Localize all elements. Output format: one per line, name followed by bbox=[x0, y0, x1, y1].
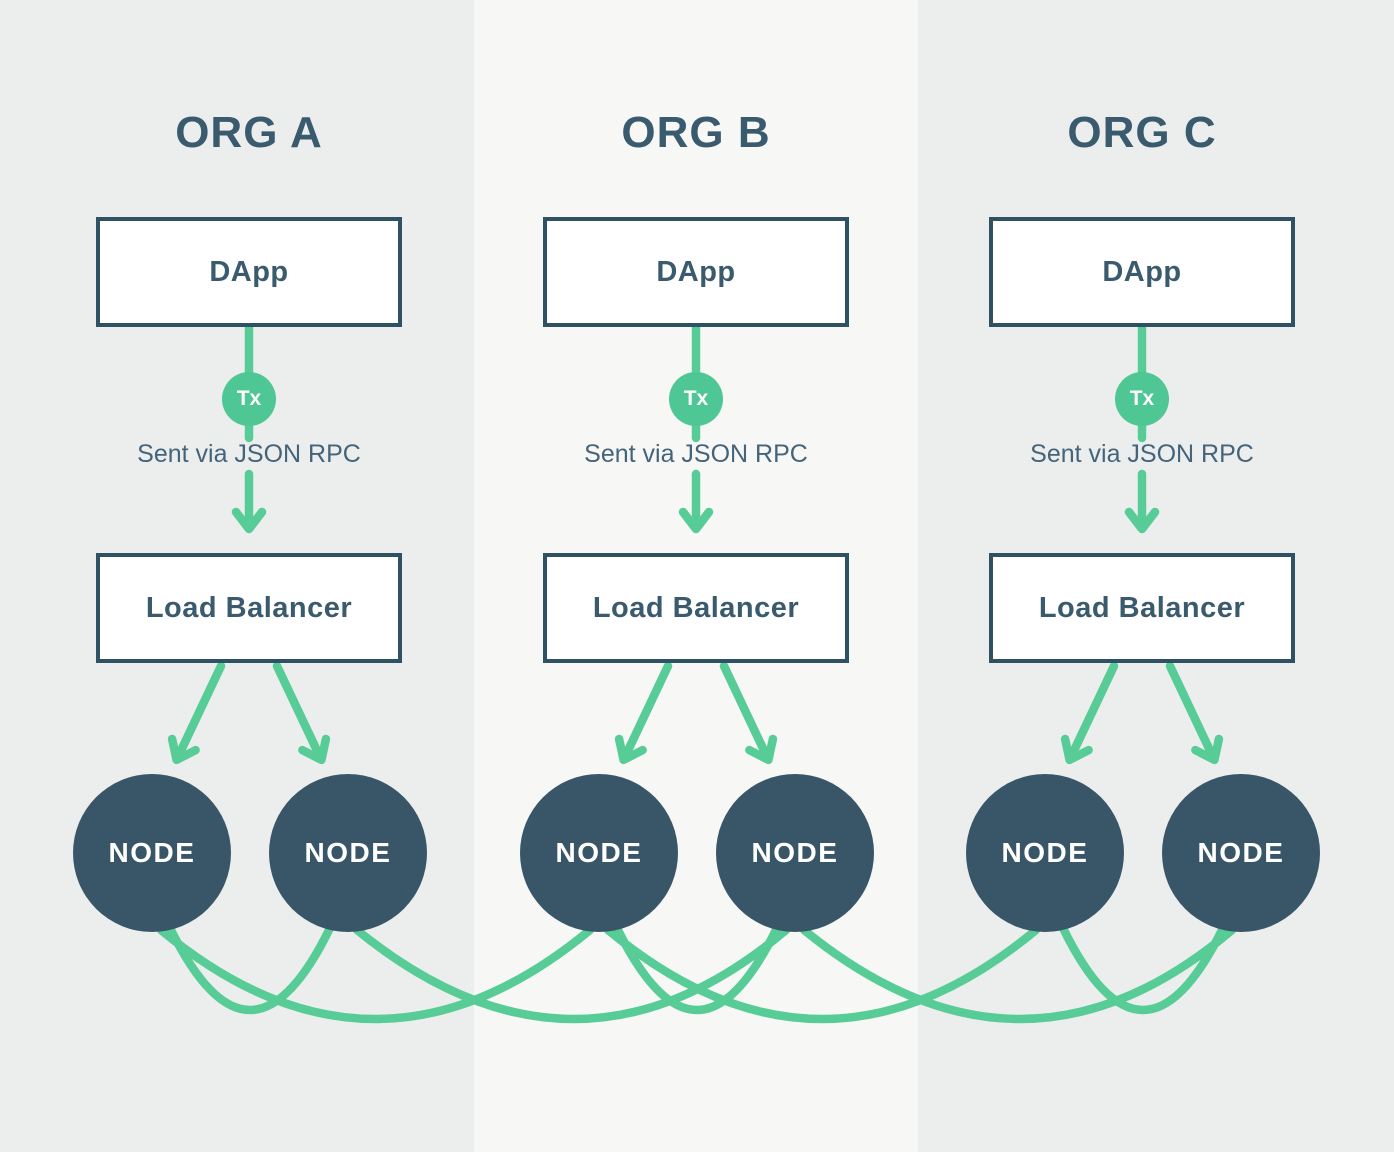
node-circle: NODE bbox=[520, 774, 678, 932]
mesh-arc-c1-c2 bbox=[1058, 923, 1228, 1015]
org-a-title: ORG A bbox=[175, 108, 323, 157]
load-balancer-box: Load Balancer bbox=[543, 553, 849, 663]
dapp-label: DApp bbox=[656, 255, 736, 288]
mesh-arc-b1-c1 bbox=[603, 925, 1041, 1024]
dapp-box: DApp bbox=[96, 217, 402, 327]
load-balancer-label: Load Balancer bbox=[1038, 591, 1246, 624]
tx-label: Tx bbox=[236, 387, 262, 410]
node-mesh bbox=[156, 923, 1237, 1024]
tx-label: Tx bbox=[683, 387, 709, 410]
mesh-arc-b2-c2 bbox=[799, 925, 1237, 1024]
lb-to-node-arrow-right bbox=[1165, 661, 1224, 765]
node-circle: NODE bbox=[269, 774, 427, 932]
tx-label: Tx bbox=[1129, 387, 1155, 410]
node-circle: NODE bbox=[1162, 774, 1320, 932]
node-label: NODE bbox=[555, 837, 643, 868]
org-b-column: ORG B DApp Tx Sent via JSON RPC Load Bal… bbox=[543, 0, 849, 1152]
node-circle: NODE bbox=[716, 774, 874, 932]
mesh-arc-a2-b2 bbox=[352, 925, 791, 1024]
rpc-caption: Sent via JSON RPC bbox=[584, 440, 808, 468]
node-label: NODE bbox=[304, 837, 392, 868]
rpc-caption: Sent via JSON RPC bbox=[137, 440, 361, 468]
lb-to-node-arrow-right bbox=[272, 661, 331, 765]
dapp-box: DApp bbox=[989, 217, 1295, 327]
load-balancer-box: Load Balancer bbox=[96, 553, 402, 663]
tx-badge: Tx bbox=[1115, 372, 1169, 426]
mesh-arc-a1-a2 bbox=[165, 923, 335, 1015]
dapp-label: DApp bbox=[1102, 255, 1182, 288]
org-a-column: ORG A DApp Tx Sent via JSON RPC Load Bal… bbox=[96, 0, 402, 1152]
lb-to-node-arrow-left bbox=[614, 661, 673, 765]
mesh-arc-b1-b2 bbox=[612, 923, 782, 1015]
load-balancer-label: Load Balancer bbox=[592, 591, 800, 624]
org-c-title: ORG C bbox=[1067, 108, 1217, 157]
lb-to-node-arrow-right bbox=[719, 661, 778, 765]
node-label: NODE bbox=[108, 837, 196, 868]
mesh-arc-a1-b1 bbox=[156, 925, 595, 1024]
tx-badge: Tx bbox=[222, 372, 276, 426]
load-balancer-label: Load Balancer bbox=[145, 591, 353, 624]
dapp-box: DApp bbox=[543, 217, 849, 327]
dapp-label: DApp bbox=[209, 255, 289, 288]
lb-to-node-arrow-left bbox=[1060, 661, 1119, 765]
node-circle: NODE bbox=[966, 774, 1124, 932]
node-label: NODE bbox=[751, 837, 839, 868]
node-label: NODE bbox=[1197, 837, 1285, 868]
org-b-title: ORG B bbox=[621, 108, 771, 157]
lb-to-node-arrow-left bbox=[167, 661, 226, 765]
org-c-column: ORG C DApp Tx Sent via JSON RPC Load Bal… bbox=[989, 0, 1295, 1152]
rpc-caption: Sent via JSON RPC bbox=[1030, 440, 1254, 468]
load-balancer-box: Load Balancer bbox=[989, 553, 1295, 663]
tx-badge: Tx bbox=[669, 372, 723, 426]
node-label: NODE bbox=[1001, 837, 1089, 868]
node-circle: NODE bbox=[73, 774, 231, 932]
